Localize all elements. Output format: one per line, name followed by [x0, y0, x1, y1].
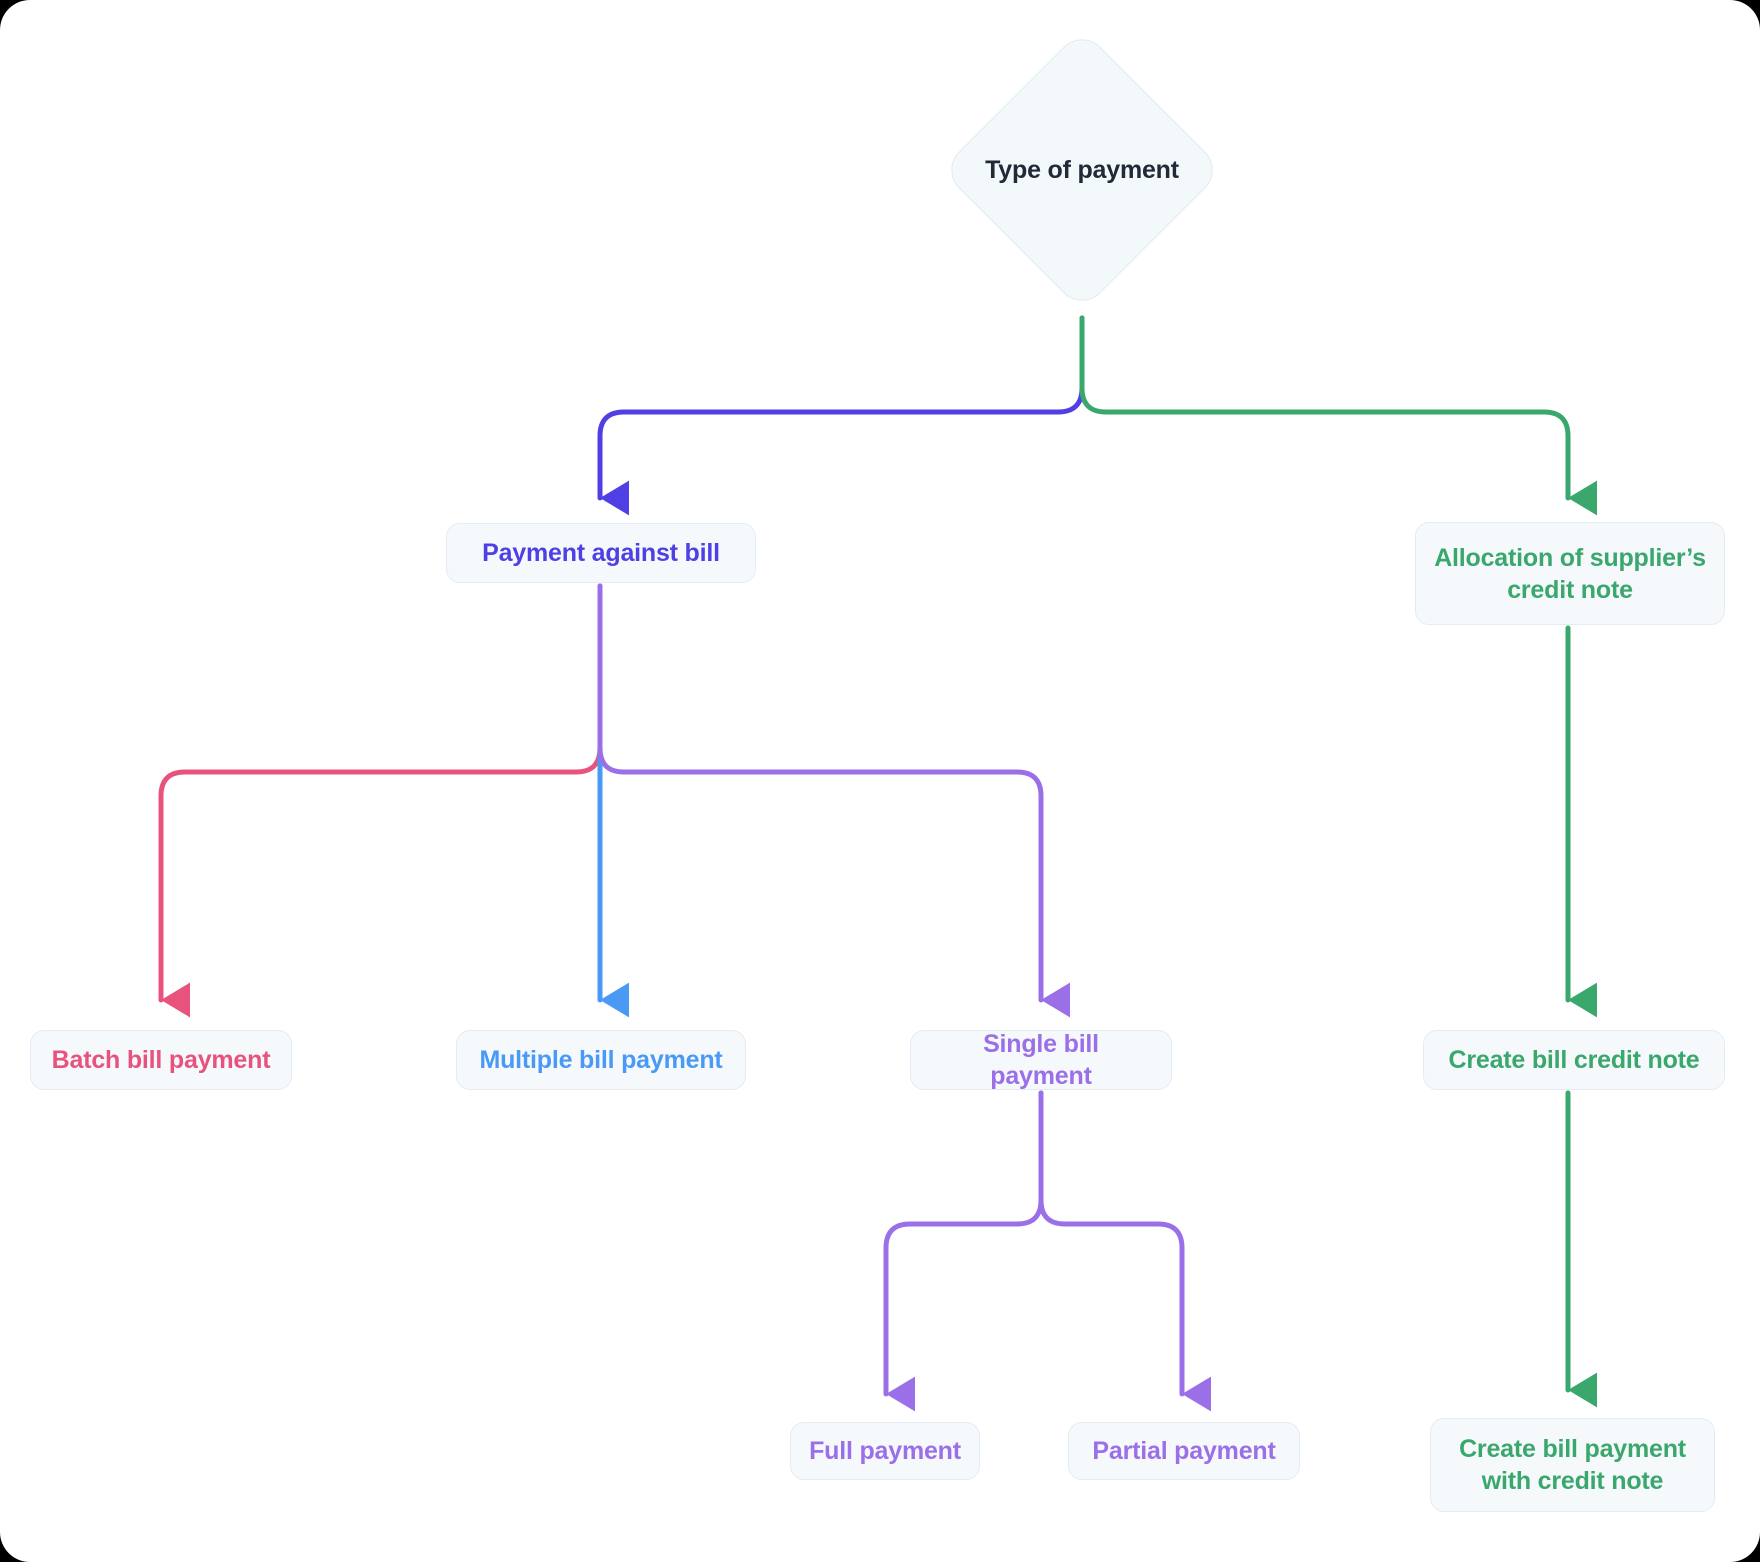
node-batch-bill-payment[interactable]: Batch bill payment — [30, 1030, 292, 1090]
node-allocation-of-suppliers-credit-note[interactable]: Allocation of supplier’s credit note — [1415, 522, 1725, 625]
node-partial-payment[interactable]: Partial payment — [1068, 1422, 1300, 1480]
node-multiple-bill-payment[interactable]: Multiple bill payment — [456, 1030, 746, 1090]
edge-payment-to-single — [597, 583, 1071, 1018]
edge-single-to-full — [883, 1090, 1044, 1412]
node-create-bill-credit-note[interactable]: Create bill credit note — [1423, 1030, 1725, 1090]
node-single-bill-payment[interactable]: Single bill payment — [910, 1030, 1172, 1090]
edge-single-to-partial — [1038, 1090, 1212, 1412]
edge-type-to-payment-against-bill — [597, 315, 1085, 516]
edge-type-to-allocation — [1079, 315, 1598, 516]
edge-payment-to-batch — [158, 583, 603, 1018]
node-payment-against-bill[interactable]: Payment against bill — [446, 523, 756, 583]
node-create-bill-payment-with-credit-note[interactable]: Create bill payment with credit note — [1430, 1418, 1715, 1512]
decision-node-label: Type of payment — [985, 155, 1179, 184]
node-full-payment[interactable]: Full payment — [790, 1422, 980, 1480]
